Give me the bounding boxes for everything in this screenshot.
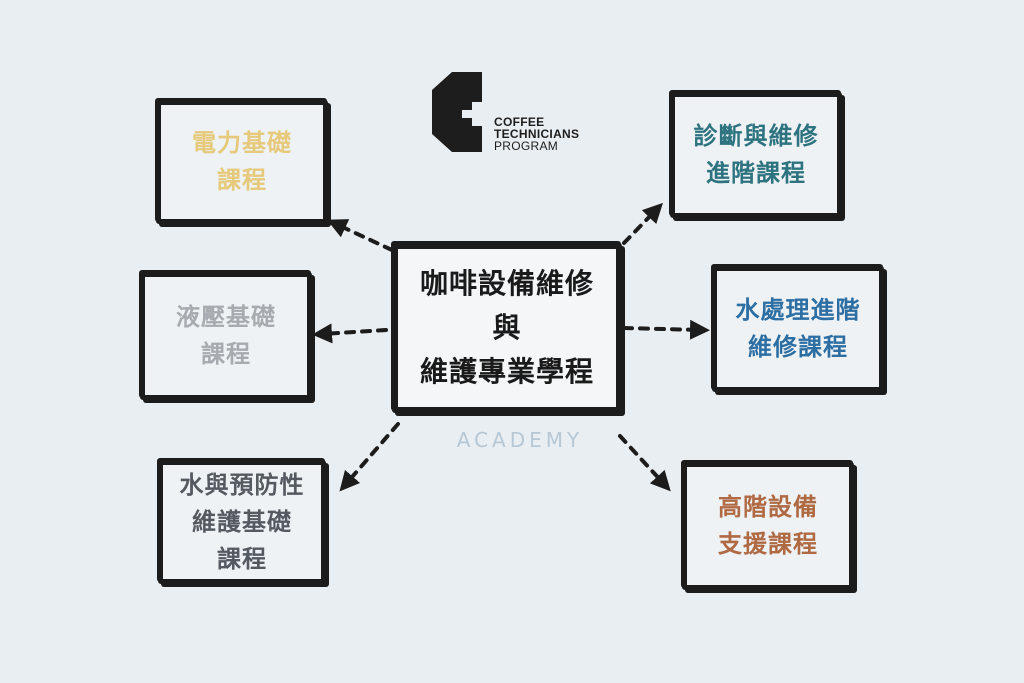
arrow-to-hydraulic [312, 323, 388, 344]
course-box-water-maintenance: 水與預防性 維護基礎 課程 [158, 460, 326, 584]
logo-line-1: COFFEE [494, 115, 545, 129]
course-label-diagnosis: 診斷與維修 進階課程 [693, 122, 819, 187]
arrow-to-water-treatment [622, 319, 710, 340]
logo-line-3: PROGRAM [494, 139, 559, 153]
arrow-to-diagnosis [622, 202, 663, 245]
course-label-advanced-support: 高階設備 支援課程 [718, 493, 818, 558]
logo-line-2: TECHNICIANS [494, 127, 580, 141]
course-box-water-treatment: 水處理進階 維修課程 [712, 266, 884, 392]
arrow-to-water-maintenance [339, 422, 400, 492]
arrow-to-electric [326, 219, 394, 252]
course-label-water-treatment: 水處理進階 維修課程 [735, 296, 861, 361]
course-label-hydraulic: 液壓基礎 課程 [176, 303, 276, 368]
logo-mark-icon [432, 72, 482, 152]
central-program-label: 咖啡設備維修 與 維護專業學程 [419, 267, 594, 388]
course-box-diagnosis: 診斷與維修 進階課程 [670, 92, 842, 218]
arrow-to-advanced-support [618, 434, 671, 492]
course-box-hydraulic: 液壓基礎 課程 [140, 272, 312, 400]
course-label-water-maintenance: 水與預防性 維護基礎 課程 [179, 470, 305, 573]
course-label-electric: 電力基礎 課程 [192, 129, 292, 194]
logo-text: COFFEE TECHNICIANS PROGRAM [494, 116, 579, 152]
coffee-technicians-program-logo: COFFEE TECHNICIANS PROGRAM [432, 72, 612, 152]
course-box-advanced-support: 高階設備 支援課程 [682, 462, 854, 590]
course-box-electric: 電力基礎 課程 [156, 100, 328, 224]
central-program-box: 咖啡設備維修 與 維護專業學程 [392, 243, 622, 413]
